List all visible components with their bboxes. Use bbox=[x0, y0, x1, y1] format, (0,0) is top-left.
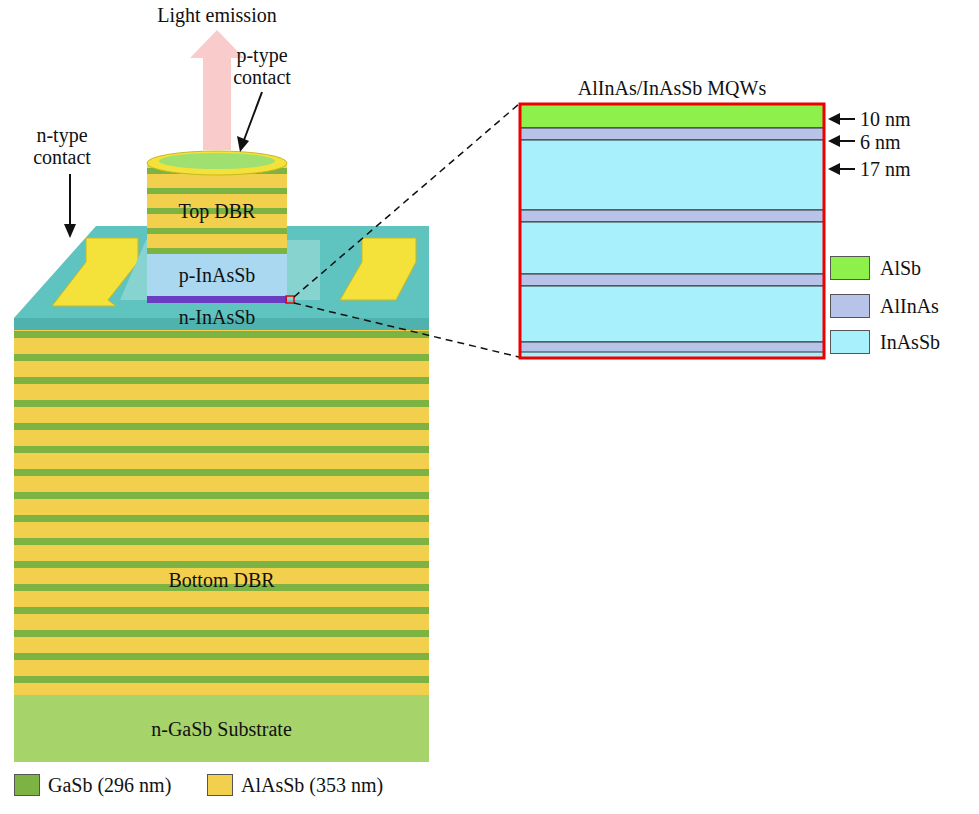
dimension: 6 nm bbox=[860, 131, 901, 153]
layer-label: n-InAsSb bbox=[179, 306, 256, 328]
layer-label: p-InAsSb bbox=[179, 264, 256, 286]
substrate: n-GaSb Substrate bbox=[14, 695, 429, 762]
dbr-pillar: Top DBR bbox=[160, 172, 274, 250]
p-layer: p-InAsSb bbox=[147, 254, 287, 296]
layer-label: Top DBR bbox=[179, 200, 256, 222]
legend-swatch bbox=[830, 256, 870, 280]
legend-swatch bbox=[207, 774, 233, 796]
legend-text: AlSb bbox=[880, 257, 921, 279]
legend-text: AlAsSb (353 nm) bbox=[241, 774, 383, 796]
legend-swatch bbox=[14, 774, 40, 796]
layer-label: Bottom DBR bbox=[168, 569, 274, 591]
n-layer: n-InAsSb bbox=[147, 304, 287, 330]
contact-label: n-type contact bbox=[22, 124, 102, 168]
layer-label: n-GaSb Substrate bbox=[151, 718, 292, 740]
contact-label: p-type contact bbox=[227, 44, 297, 88]
legend-text: AlInAs bbox=[880, 295, 939, 317]
legend-swatch bbox=[830, 294, 870, 318]
legend-text: InAsSb bbox=[880, 331, 940, 353]
legend-swatch bbox=[830, 330, 870, 354]
legend-text: GaSb (296 nm) bbox=[48, 774, 171, 796]
mqw-closeup: AlInAs/InAsSb MQWs bbox=[519, 74, 825, 102]
emission-label: Light emission bbox=[157, 4, 276, 26]
layer-label: AlInAs/InAsSb MQWs bbox=[578, 77, 766, 99]
dimension: 17 nm bbox=[860, 158, 911, 180]
bottom-dbr: Bottom DBR bbox=[14, 560, 429, 600]
dimension: 10 nm bbox=[860, 108, 911, 130]
